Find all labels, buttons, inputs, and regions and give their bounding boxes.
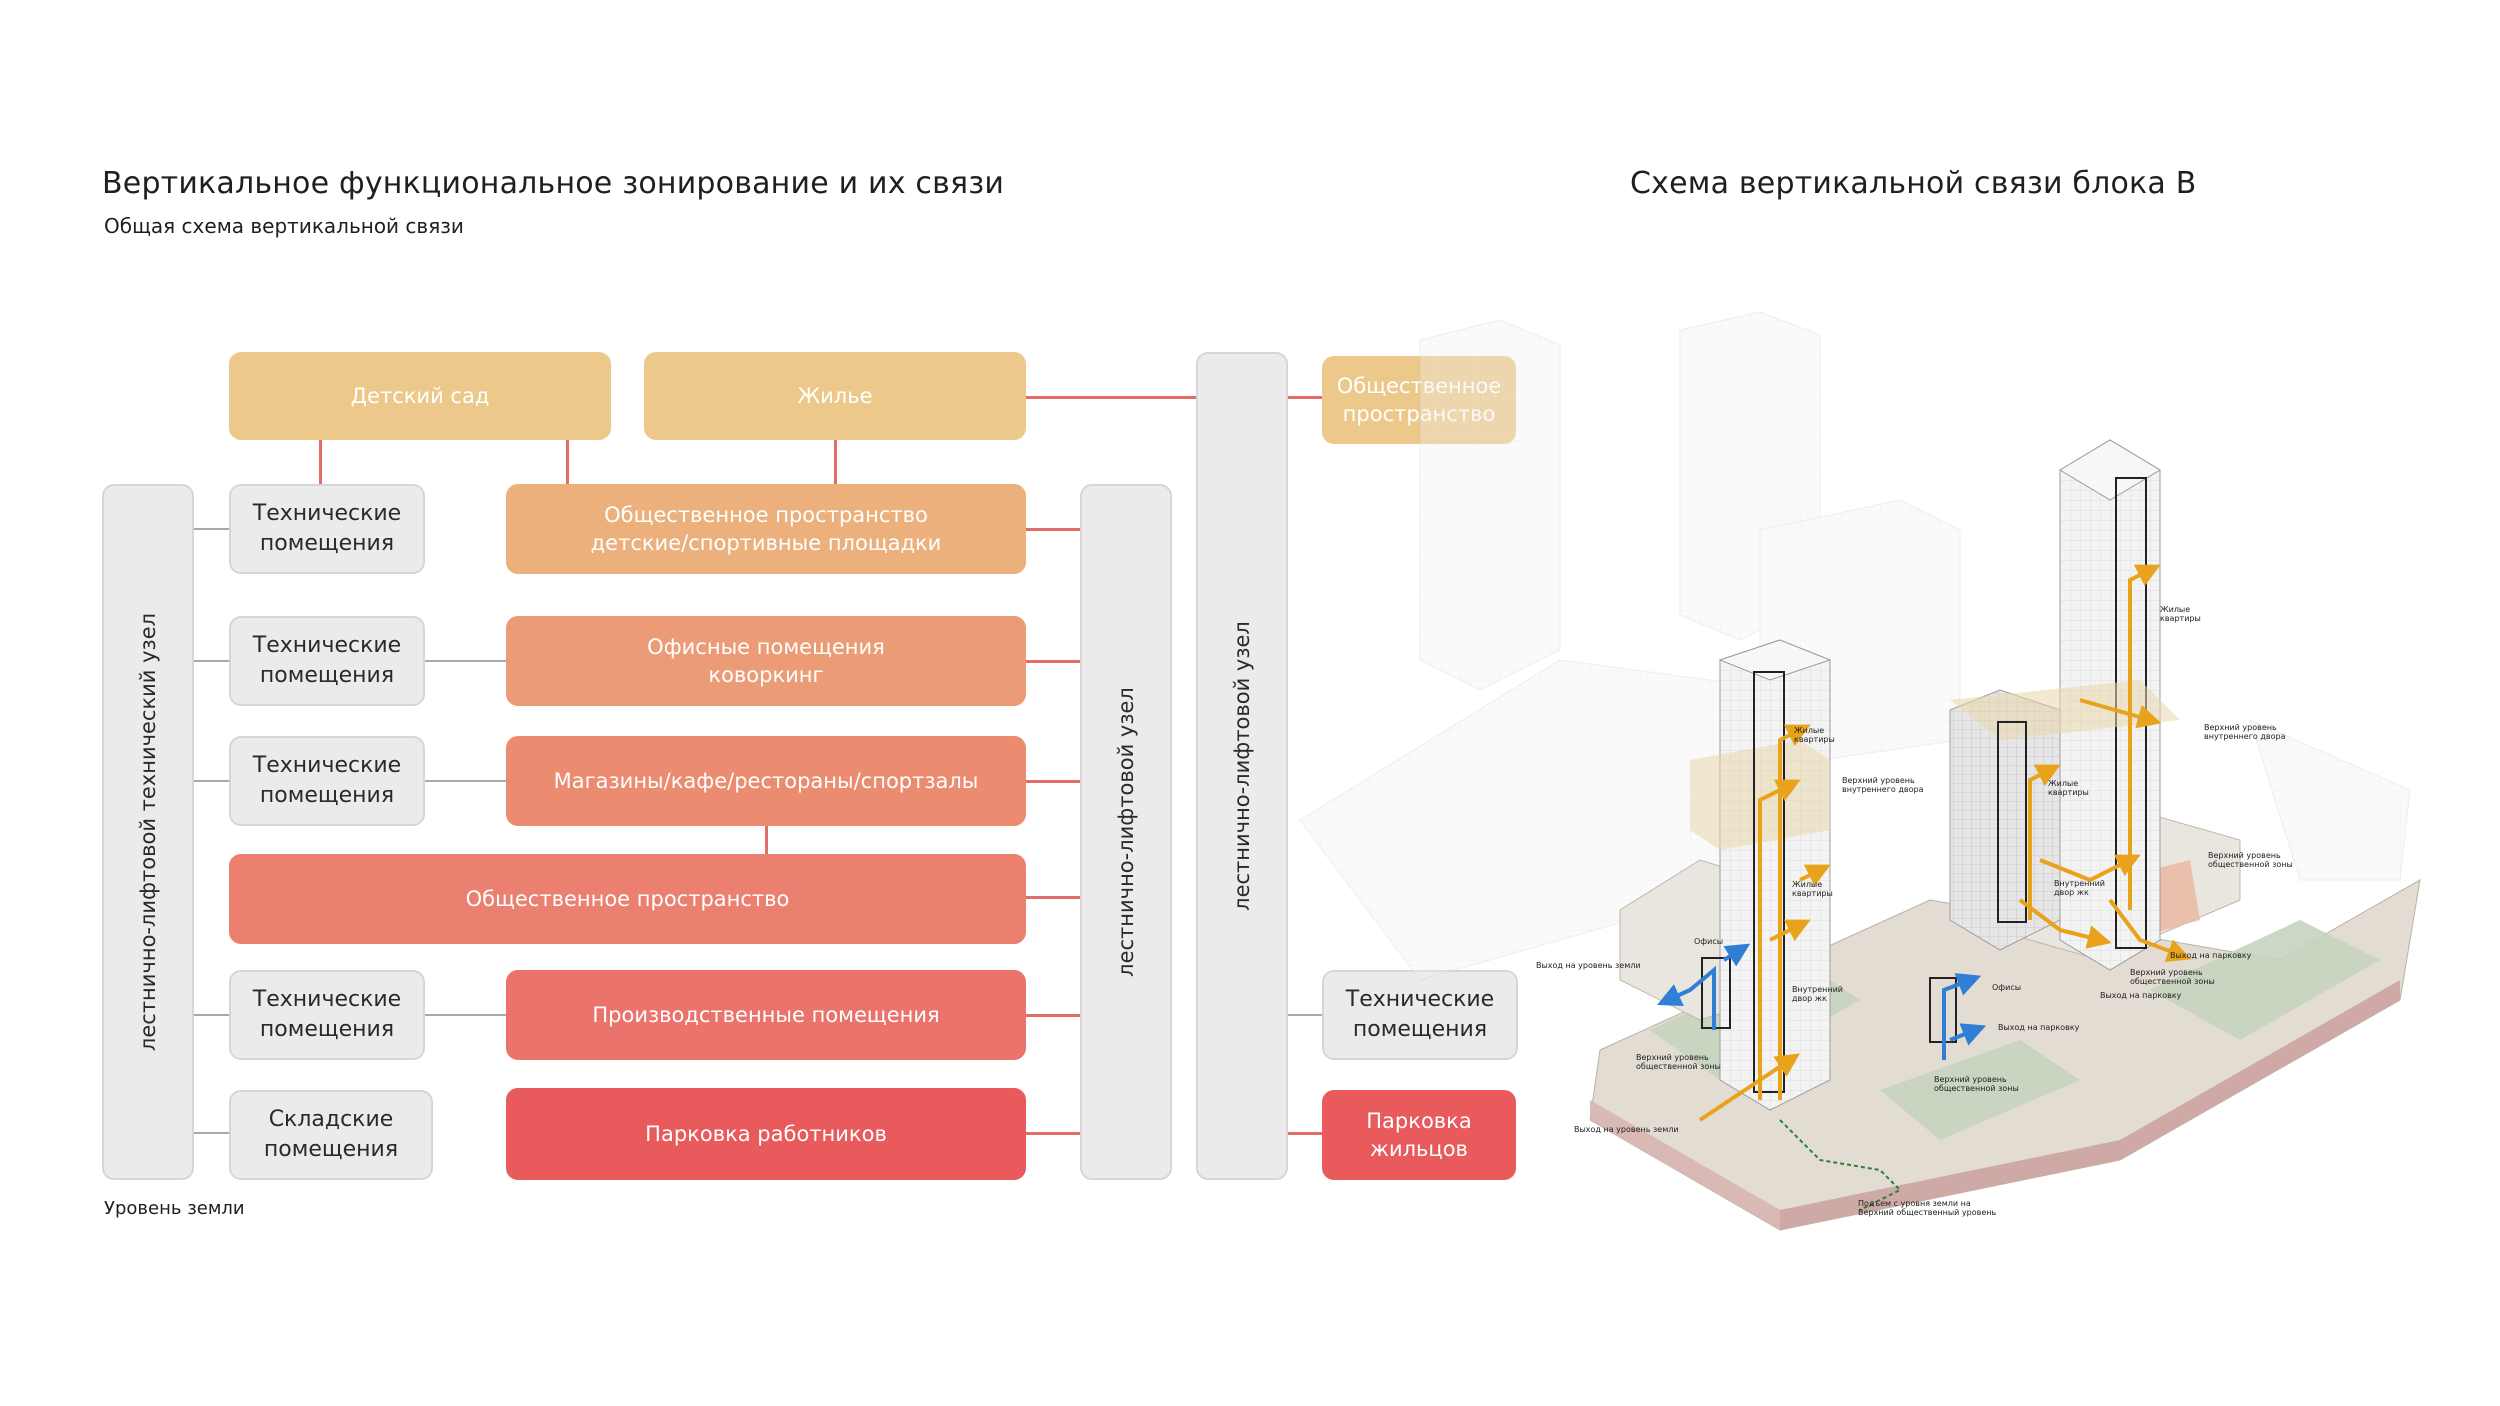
ground-level-label: Уровень земли [104, 1198, 245, 1219]
zone-offices: Офисные помещения коворкинг [506, 616, 1026, 706]
connector-line [1284, 1014, 1322, 1016]
connector-line [194, 1132, 230, 1134]
zone-public-space-children: Общественное пространство детские/спорти… [506, 484, 1026, 574]
tech-rooms-1: Технические помещения [229, 484, 425, 574]
label-exit-parking-1: Выход на парковку [2170, 951, 2252, 960]
connector-line [194, 1014, 230, 1016]
connector-line [424, 1014, 506, 1016]
right-title: Схема вертикальной связи блока В [1630, 166, 2197, 201]
tech-rooms-2: Технические помещения [229, 616, 425, 706]
connector-line [1026, 1014, 1080, 1017]
connector-line [424, 780, 506, 782]
tech-core-shaft [102, 484, 194, 1180]
zone-public-space: Общественное пространство [229, 854, 1026, 944]
storage-rooms: Складские помещения [229, 1090, 433, 1180]
tech-rooms-right: Технические помещения [1322, 970, 1518, 1060]
tech-rooms-4: Технические помещения [229, 970, 425, 1060]
left-title: Вертикальное функциональное зонирование … [102, 166, 1005, 201]
core-1-shaft [1080, 484, 1172, 1180]
connector-line [1284, 1132, 1322, 1135]
core-2-label: лестнично-лифтовой узел [1230, 621, 1254, 911]
tech-rooms-3: Технические помещения [229, 736, 425, 826]
label-offices-2: Офисы [1992, 983, 2021, 992]
core-1-label: лестнично-лифтовой узел [1114, 687, 1138, 977]
tower-c [1949, 689, 2061, 951]
connector-line [1026, 528, 1080, 531]
label-offices-1: Офисы [1694, 937, 1723, 946]
label-exit-parking-2: Выход на парковку [2100, 991, 2182, 1000]
zone-resident-parking: Парковка жильцов [1322, 1090, 1516, 1180]
left-subtitle: Общая схема вертикальной связи [104, 214, 464, 238]
connector-line [1026, 780, 1080, 783]
tech-core-label: лестнично-лифтовой технический узел [136, 612, 160, 1052]
label-exit-ground-1: Выход на уровень земли [1536, 961, 1641, 970]
connector-line [1284, 396, 1322, 399]
podium-front [1590, 1100, 1780, 1230]
zone-kindergarten: Детский сад [229, 352, 611, 440]
zone-staff-parking: Парковка работников [506, 1088, 1026, 1180]
zone-housing: Жилье [644, 352, 1026, 440]
connector-line [194, 528, 230, 530]
connector-line [566, 440, 569, 484]
podium-side [1780, 980, 2400, 1230]
connector-line [194, 660, 230, 662]
label-exit-parking-3: Выход на парковку [1998, 1023, 2080, 1032]
connector-line [834, 440, 837, 484]
connector-line [765, 826, 768, 854]
core-2-shaft [1196, 352, 1288, 1180]
connector-line [424, 660, 506, 662]
zone-production: Производственные помещения [506, 970, 1026, 1060]
zone-shops: Магазины/кафе/рестораны/спортзалы [506, 736, 1026, 826]
label-exit-ground-2: Выход на уровень земли [1574, 1125, 1679, 1134]
connector-line [1026, 396, 1196, 399]
connector-line [1026, 1132, 1080, 1135]
connector-line [194, 780, 230, 782]
connector-line [1026, 896, 1080, 899]
connector-line [1026, 660, 1080, 663]
connector-line [319, 440, 322, 484]
